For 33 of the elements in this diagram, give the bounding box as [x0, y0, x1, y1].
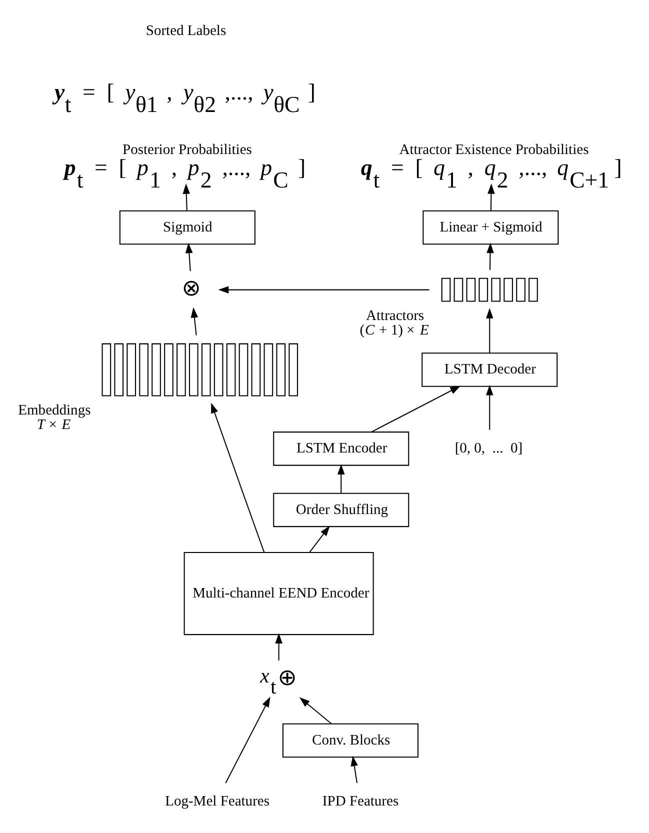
- node-text: ⊗: [182, 276, 201, 302]
- arrow: [185, 242, 193, 272]
- node-text: Log-Mel Features: [165, 794, 270, 810]
- node-box: Linear + Sigmoid: [422, 210, 559, 245]
- arrow: [211, 402, 265, 553]
- arrow: [309, 526, 330, 553]
- arrow: [182, 183, 190, 211]
- arrow: [299, 697, 332, 724]
- node-text: ⊕: [278, 665, 297, 692]
- node-box: Sigmoid: [119, 210, 256, 245]
- node-text: [0, 0, ... 0]: [454, 440, 523, 457]
- arrow: [225, 696, 270, 784]
- node-box: Order Shuffling: [273, 492, 410, 528]
- node-box: Conv. Blocks: [282, 723, 418, 758]
- node-text: IPD Features: [322, 794, 399, 810]
- arrow: [350, 756, 358, 784]
- node-label: Embeddings: [18, 402, 91, 419]
- arrow: [190, 307, 198, 336]
- arrow: [486, 308, 494, 353]
- arrow: [486, 242, 494, 270]
- arrow: [371, 386, 461, 432]
- label: Sorted Labels: [146, 23, 226, 40]
- arrow: [488, 183, 495, 211]
- arrow: [486, 384, 494, 430]
- arrow: [337, 464, 345, 494]
- arrow: [218, 286, 430, 294]
- node-box: LSTM Encoder: [273, 432, 410, 466]
- node-box: Multi-channel EEND Encoder: [184, 552, 374, 636]
- node-label: T × E: [36, 417, 71, 434]
- node-label: Attractors: [366, 308, 424, 324]
- arrow: [275, 633, 282, 660]
- node-box: LSTM Decoder: [422, 352, 558, 387]
- node-label: (C + 1) × E: [360, 322, 429, 339]
